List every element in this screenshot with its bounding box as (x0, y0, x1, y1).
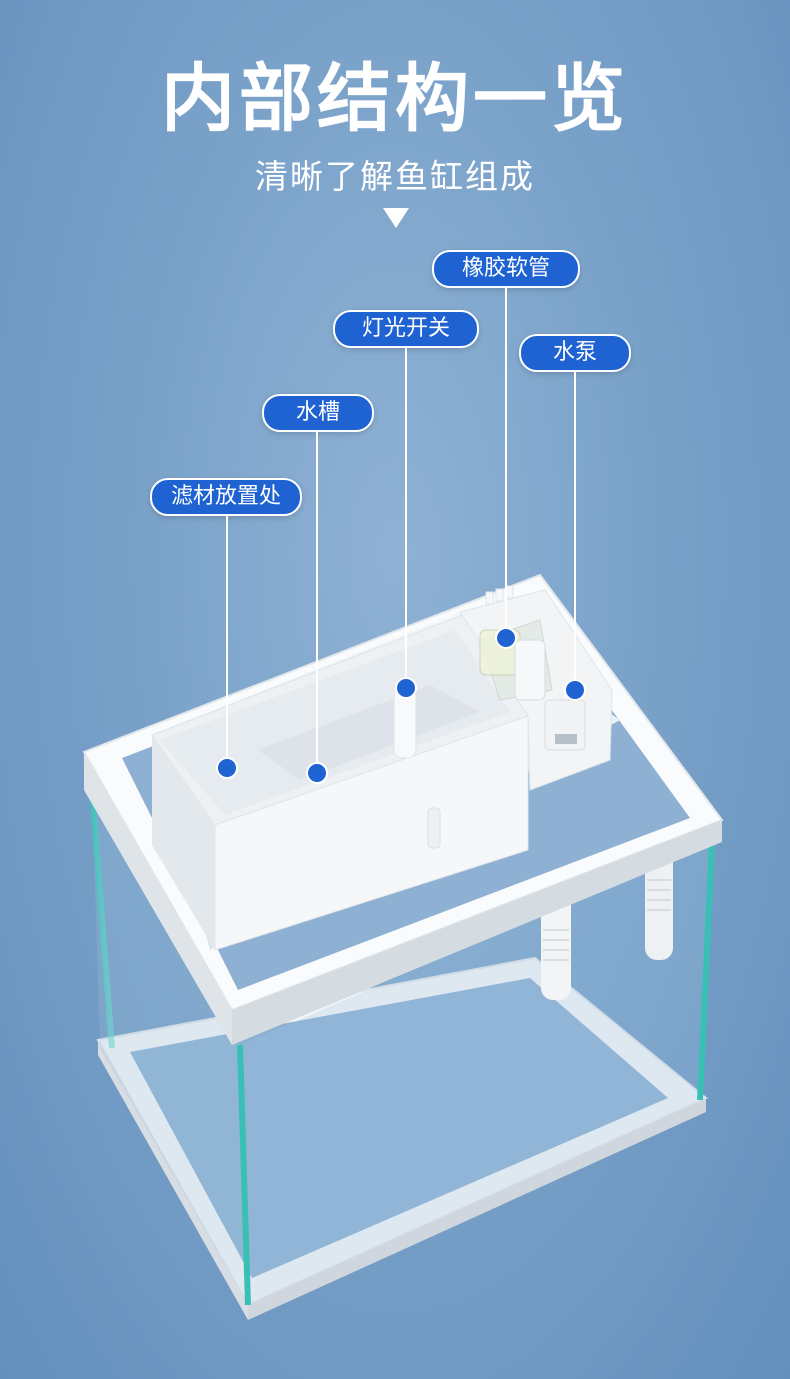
down-arrow-icon (383, 208, 409, 228)
leader-filter-area (226, 516, 228, 768)
page-subtitle: 清晰了解鱼缸组成 (255, 157, 535, 196)
leader-hose (505, 288, 507, 638)
leader-pump (574, 372, 576, 690)
leader-water-channel (316, 432, 318, 773)
tag-filter-area: 滤材放置处 (150, 478, 302, 516)
marker-hose (495, 627, 517, 649)
marker-pump (564, 679, 586, 701)
page-title: 内部结构一览 (161, 56, 629, 142)
leader-light-switch (405, 348, 407, 688)
glass-tank (89, 789, 715, 1306)
base-frame (96, 956, 708, 1320)
tag-light-switch: 灯光开关 (333, 310, 479, 348)
marker-water-channel (306, 762, 328, 784)
filter-box (151, 585, 620, 951)
tag-hose: 橡胶软管 (432, 250, 580, 288)
marker-light-switch (395, 677, 417, 699)
marker-filter-area (216, 757, 238, 779)
tag-water-channel: 水槽 (262, 394, 374, 432)
tag-pump: 水泵 (519, 334, 631, 372)
